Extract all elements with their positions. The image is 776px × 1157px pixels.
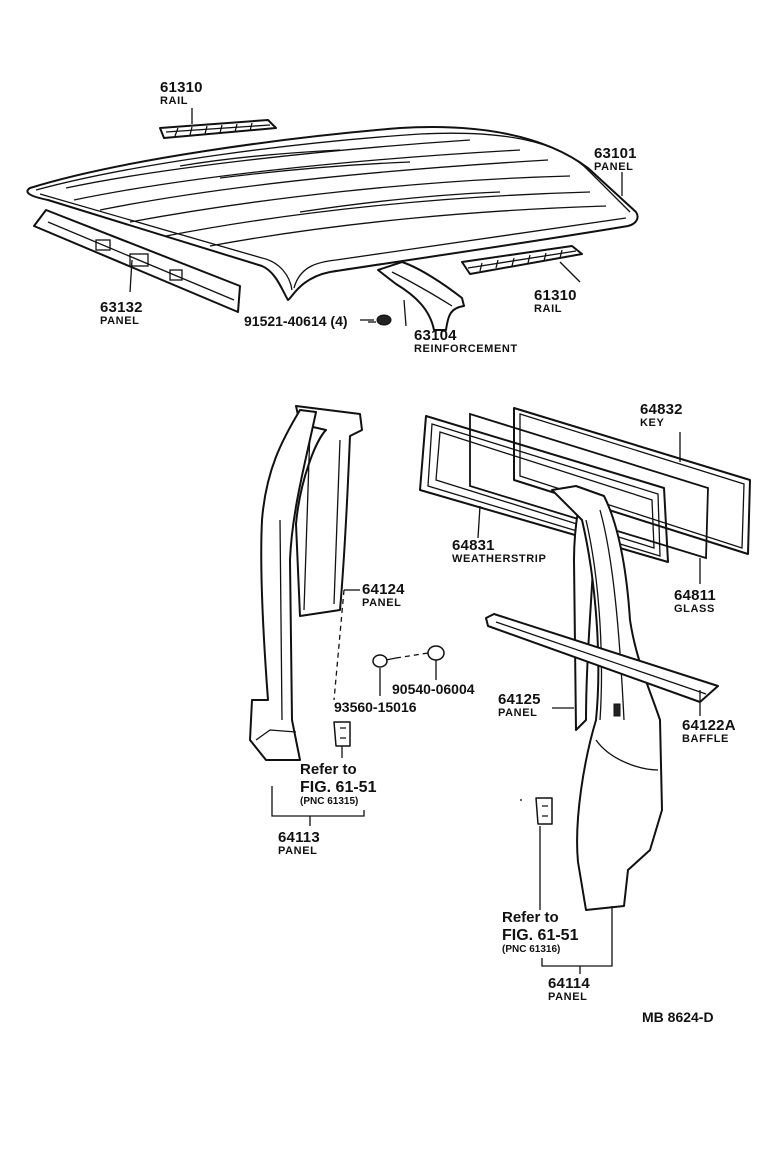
label-rail-right: 61310 RAIL <box>534 288 577 315</box>
bracket-right-shape <box>535 797 553 825</box>
ref-line1: Refer to <box>502 909 559 926</box>
label-panel-64125: 64125 PANEL <box>498 692 541 719</box>
inner-panel-shape <box>33 209 241 313</box>
ref-right: Refer to FIG. 61-51 (PNC 61316) <box>502 910 578 955</box>
part-name: PANEL <box>278 845 318 857</box>
part-name: REINFORCEMENT <box>414 343 518 355</box>
reinforcement-shape <box>377 261 465 331</box>
rail-right-shape <box>461 245 583 275</box>
part-name: RAIL <box>534 303 563 315</box>
bracket-left-shape <box>333 721 351 747</box>
part-number: 64124 <box>362 581 405 598</box>
ref-line2: FIG. 61-51 <box>502 927 579 944</box>
part-number: 63101 <box>594 145 637 162</box>
label-panel-64124: 64124 PANEL <box>362 582 405 609</box>
part-number: 61310 <box>160 79 203 96</box>
part-name: PANEL <box>594 161 634 173</box>
label-rail-top: 61310 RAIL <box>160 80 203 107</box>
part-name: KEY <box>640 417 665 429</box>
label-key: 64832 KEY <box>640 402 683 429</box>
baffle-shape <box>485 613 719 703</box>
label-baffle: 64122A BAFFLE <box>682 718 736 745</box>
part-name: GLASS <box>674 603 715 615</box>
roof-panel-shape <box>26 126 639 301</box>
ref-line1: Refer to <box>300 761 357 778</box>
label-clip: 90540-06004 <box>392 682 475 696</box>
part-name: PANEL <box>498 707 538 719</box>
key-shape <box>513 407 751 555</box>
part-name: PANEL <box>548 991 588 1003</box>
part-number: 63132 <box>100 299 143 316</box>
figure-code-text: MB 8624-D <box>642 1009 714 1025</box>
label-weatherstrip: 64831 WEATHERSTRIP <box>452 538 546 565</box>
part-number: 64113 <box>278 829 320 846</box>
part-number: 64125 <box>498 691 541 708</box>
glass-shape <box>469 412 709 560</box>
ref-line3: (PNC 61316) <box>502 944 561 955</box>
ref-line2: FIG. 61-51 <box>300 779 377 796</box>
part-number: 90540-06004 <box>392 681 475 697</box>
part-number: 63104 <box>414 327 457 344</box>
part-name: PANEL <box>362 597 402 609</box>
ref-line3: (PNC 61315) <box>300 796 359 807</box>
label-reinforcement: 63104 REINFORCEMENT <box>414 328 518 355</box>
part-number: 91521-40614 (4) <box>244 313 348 329</box>
part-number: 61310 <box>534 287 577 304</box>
part-name: BAFFLE <box>682 733 729 745</box>
ref-left: Refer to FIG. 61-51 (PNC 61315) <box>300 762 376 807</box>
label-inner-panel: 63132 PANEL <box>100 300 143 327</box>
label-panel-64114: 64114 PANEL <box>548 976 590 1003</box>
weatherstrip-shape <box>419 415 669 563</box>
part-number: 64831 <box>452 537 495 554</box>
part-name: PANEL <box>100 315 140 327</box>
part-number: 64811 <box>674 587 716 604</box>
leader-lines <box>129 108 701 974</box>
screw-shape <box>368 314 392 326</box>
label-screw: 91521-40614 (4) <box>244 314 348 328</box>
part-number: 64832 <box>640 401 683 418</box>
part-number: 93560-15016 <box>334 699 417 715</box>
label-glass: 64811 GLASS <box>674 588 716 615</box>
label-bolt: 93560-15016 <box>334 700 417 714</box>
part-number: 64114 <box>548 975 590 992</box>
label-panel-64113: 64113 PANEL <box>278 830 320 857</box>
bolt-shape <box>372 654 397 668</box>
panel-64114-shape <box>551 485 663 911</box>
clip-shape <box>427 645 445 661</box>
label-roof-panel: 63101 PANEL <box>594 146 637 173</box>
rail-top-shape <box>159 119 277 139</box>
part-number: 64122A <box>682 717 736 734</box>
part-name: WEATHERSTRIP <box>452 553 547 565</box>
part-name: RAIL <box>160 95 189 107</box>
panel-64113-shape <box>249 409 317 761</box>
figure-code: MB 8624-D <box>642 1010 714 1024</box>
panel-64124-shape <box>295 405 363 617</box>
